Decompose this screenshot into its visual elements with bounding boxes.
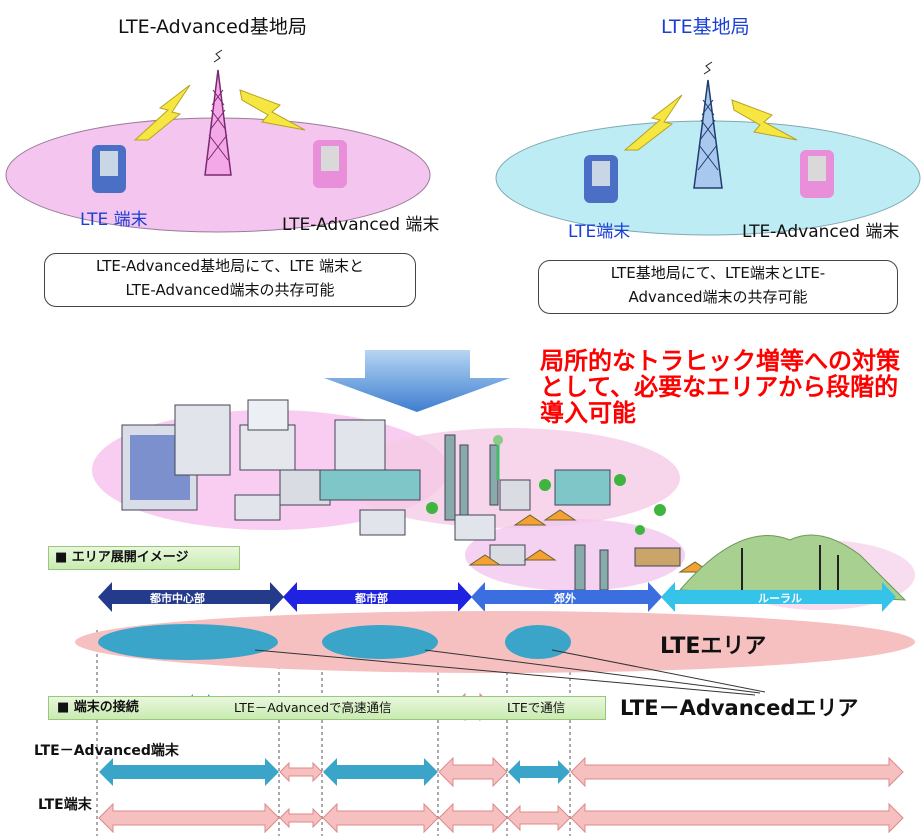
lte-advanced-base-station-title: LTE-Advanced基地局: [118, 16, 307, 38]
adv-area-ellipse: [98, 624, 278, 660]
lte-area-ellipse: [75, 611, 915, 673]
lightning-icon: [133, 84, 191, 141]
fast-label: LTE－Advancedで高速通信: [234, 700, 392, 715]
note-line: 局所的なトラヒック増等への対策: [540, 347, 900, 375]
lte-advanced-phone-icon: [313, 140, 347, 188]
down-arrow-icon: [324, 350, 510, 412]
lte-terminal-row: [98, 802, 904, 834]
lte-tower-icon: [693, 61, 723, 189]
lte-caption-box: LTE基地局にて、LTE端末とLTE- Advanced端末の共存可能: [538, 260, 898, 314]
lte-base-station-title: LTE基地局: [661, 16, 750, 38]
normal-label: LTEで通信: [507, 700, 566, 715]
lightning-icon: [239, 89, 306, 131]
lte-terminal-label: LTE端末: [568, 222, 631, 242]
lightning-icon: [731, 99, 798, 141]
lte-advanced-terminal-label: LTE-Advanced 端末: [282, 215, 440, 235]
zone-arrow-bar: [98, 582, 896, 612]
caption-line: LTE基地局にて、LTE端末とLTE-: [610, 264, 826, 282]
note-line: として、必要なエリアから段階的: [540, 373, 899, 401]
lte-terminal-label: LTE 端末: [80, 210, 148, 230]
lte-area-label: LTEエリア: [660, 634, 767, 659]
lte-advanced-phone-icon: [800, 150, 834, 198]
zone-label: 都市部: [355, 592, 388, 605]
caption-line: Advanced端末の共存可能: [628, 288, 808, 306]
adv-area-ellipse: [322, 625, 438, 659]
lte-advanced-tower-icon: [204, 49, 232, 176]
caption-line: LTE-Advanced端末の共存可能: [125, 281, 335, 299]
connection-label: ■ 端末の接続: [57, 700, 139, 715]
dashed-guides: [96, 630, 571, 836]
zone-label: 都市中心部: [150, 592, 205, 605]
connection-legend-box: ■ 端末の接続 LTE－Advancedで高速通信 LTEで通信: [48, 696, 606, 720]
note-line: 導入可能: [540, 399, 636, 427]
pointer-lines: [254, 649, 766, 696]
area-image-label: ■ エリア展開イメージ: [48, 546, 240, 570]
lightning-icon: [623, 94, 683, 151]
lte-advanced-caption-box: LTE-Advanced基地局にて、LTE 端末と LTE-Advanced端末…: [44, 253, 416, 307]
adv-terminal-row: [99, 756, 904, 788]
lte-phone-icon: [584, 155, 618, 203]
zone-label: ルーラル: [758, 592, 802, 605]
lte-row-label: LTE端末: [38, 797, 92, 813]
adv-row-label: LTE－Advanced端末: [34, 743, 179, 759]
adv-area-label: LTE－Advancedエリア: [620, 696, 859, 720]
caption-line: LTE-Advanced基地局にて、LTE 端末と: [95, 257, 365, 275]
lte-advanced-terminal-label: LTE-Advanced 端末: [742, 222, 900, 242]
city-buildings-icon: [121, 399, 875, 591]
adv-area-ellipse: [505, 625, 571, 659]
zone-label: 郊外: [554, 592, 576, 605]
mountain-icon: [678, 534, 907, 601]
lte-phone-icon: [92, 145, 126, 193]
deployment-note: 局所的なトラヒック増等への対策 として、必要なエリアから段階的 導入可能: [540, 348, 900, 426]
